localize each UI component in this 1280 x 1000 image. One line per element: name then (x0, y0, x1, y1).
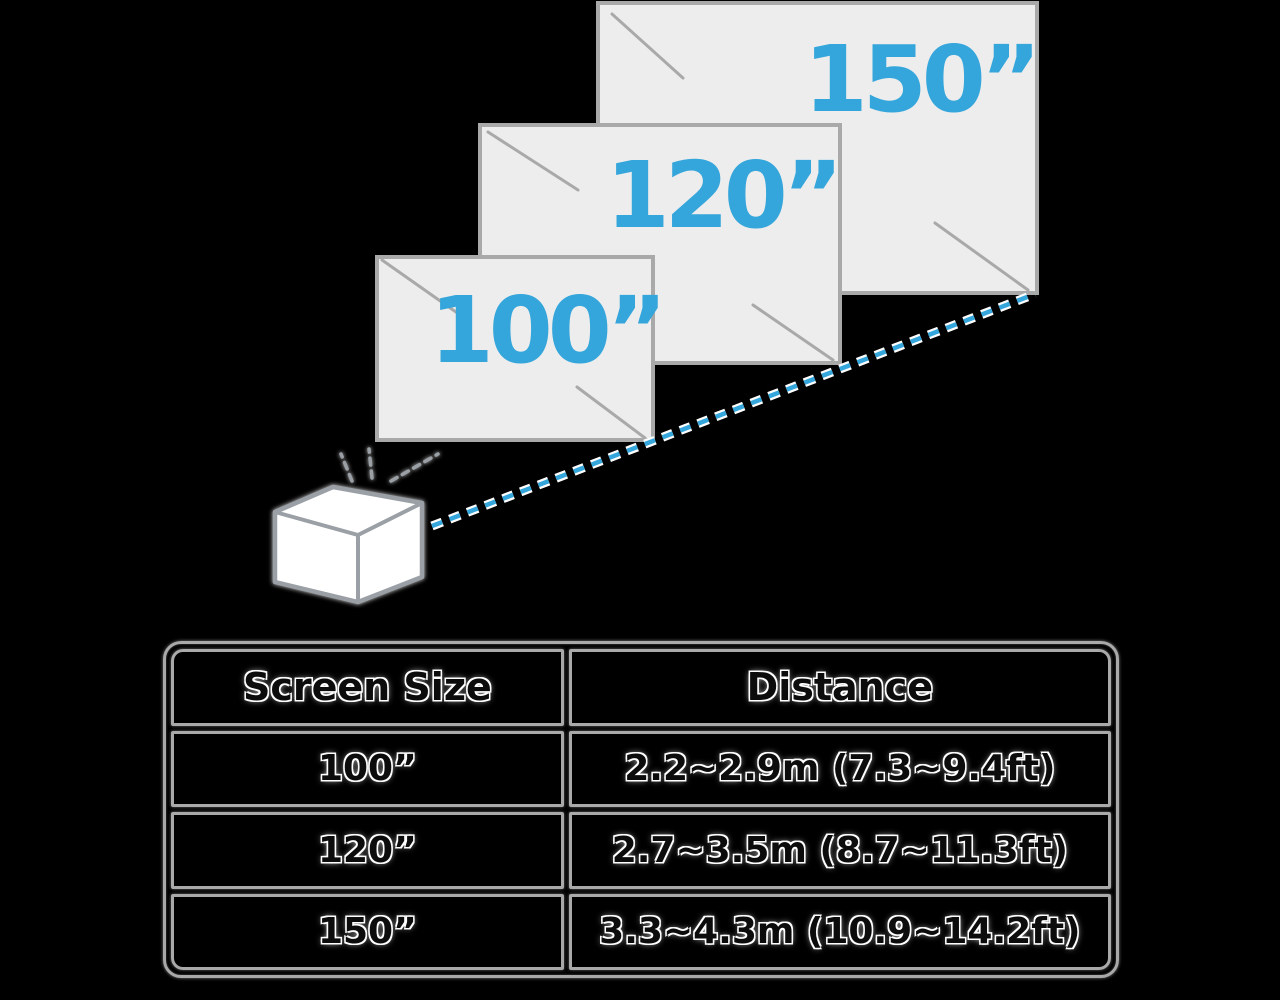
projection-beam (430, 289, 1037, 531)
screen-150-glare-bottomright (933, 221, 1030, 292)
projector-icon (272, 484, 425, 605)
screen-100-label: 100” (430, 277, 663, 384)
table-cell-size-150: 150” (171, 893, 564, 970)
screen-100-glare-bottomright (575, 385, 647, 440)
light-ray-left (339, 452, 354, 483)
projector-body (272, 484, 425, 605)
screen-120-glare-bottomright (751, 303, 835, 362)
light-ray-up (367, 447, 374, 480)
table-cell-size-120: 120” (171, 812, 564, 889)
screen-120-glare-topleft (486, 130, 580, 192)
throw-distance-table: Screen Size Distance 100” 2.2~2.9m (7.3~… (163, 641, 1119, 978)
table-cell-distance-120: 2.7~3.5m (8.7~11.3ft) (568, 812, 1111, 889)
table-cell-distance-150: 3.3~4.3m (10.9~14.2ft) (568, 893, 1111, 970)
table-cell-size-100: 100” (171, 730, 564, 807)
table-cell-distance-100: 2.2~2.9m (7.3~9.4ft) (568, 730, 1111, 807)
projection-beam-line (431, 291, 1036, 529)
light-ray-right (389, 452, 440, 483)
table-header-screen-size: Screen Size (171, 649, 564, 726)
screen-150-label: 150” (804, 26, 1037, 133)
table-header-distance: Distance (568, 649, 1111, 726)
projector-edges (273, 501, 424, 604)
light-rays-icon (339, 447, 440, 483)
screen-100-glare-topleft (380, 258, 465, 319)
screen-120-label: 120” (606, 142, 839, 249)
screen-150-glare-topleft (610, 12, 685, 80)
screen-100: 100” (375, 255, 667, 442)
